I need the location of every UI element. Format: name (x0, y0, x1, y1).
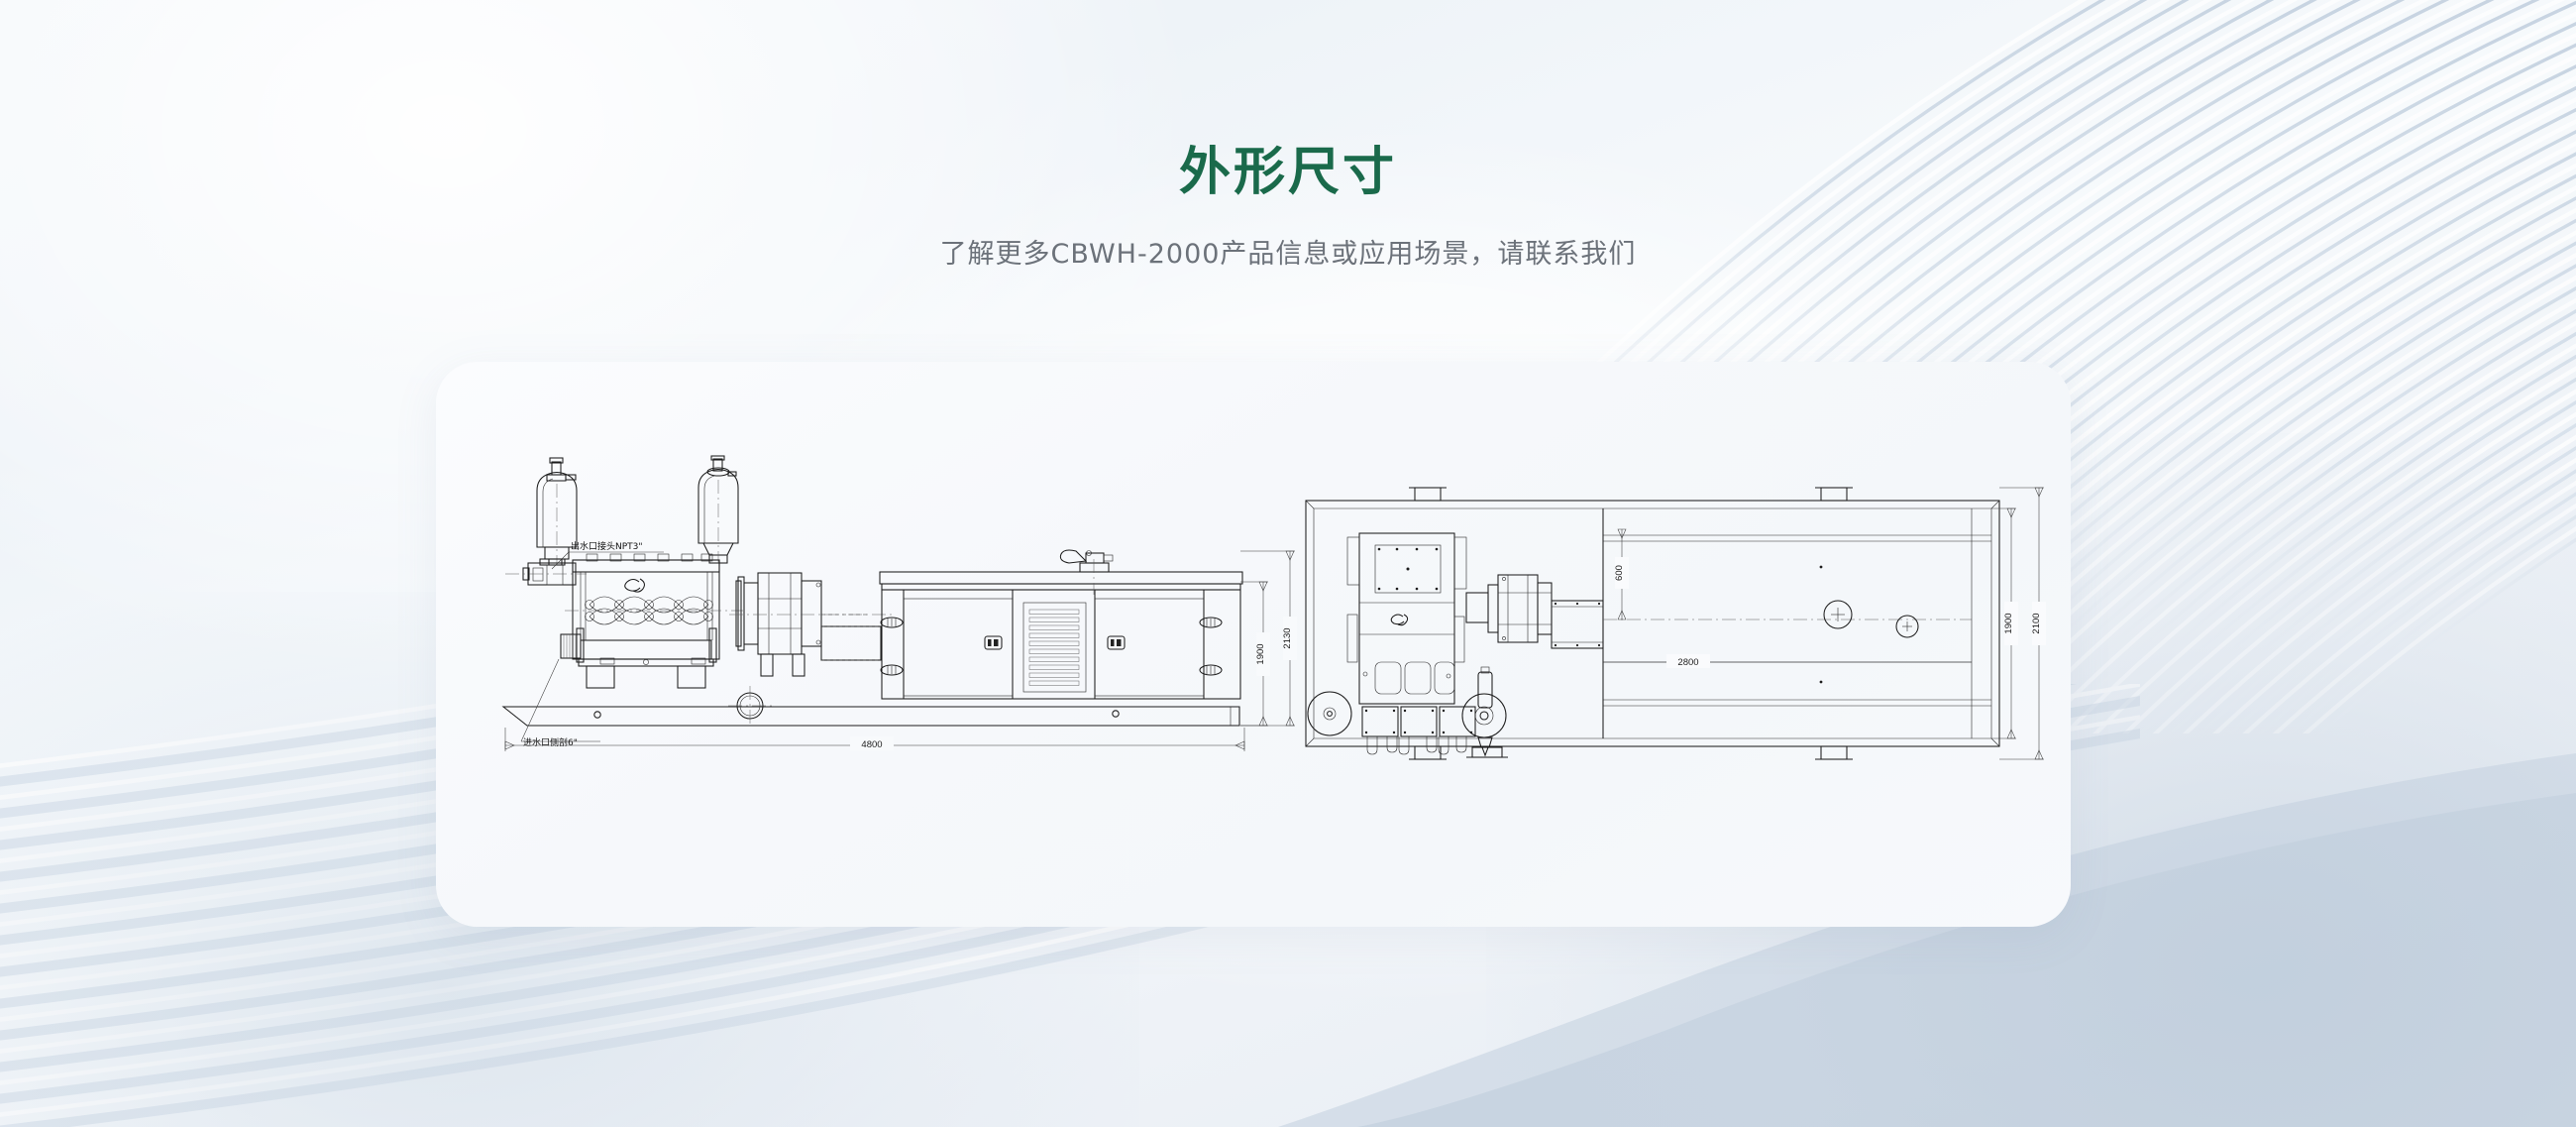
engine-block-plan (1346, 532, 1467, 705)
accumulator-right (698, 455, 739, 564)
side-elevation-drawing: 出水口接头NPT3" 进水口侧剖6" 4800 (495, 455, 1297, 813)
gearbox-coupling (729, 572, 892, 677)
door-latches (984, 635, 1126, 650)
svg-text:4800: 4800 (861, 739, 882, 750)
coupling-plan (1465, 574, 1604, 649)
dimension-width-2100: 2100 (1999, 487, 2046, 760)
svg-text:出水口接头NPT3": 出水口接头NPT3" (571, 540, 643, 552)
skid-outline (1305, 500, 2000, 747)
lifting-lugs (1409, 487, 1853, 760)
crankshaft-helix (565, 596, 743, 625)
dimension-length: 4800 (504, 728, 1245, 751)
end-flanges (1307, 666, 1507, 757)
dimension-offset-600: 600 (1614, 528, 1629, 620)
tank-body-plan (1602, 508, 1991, 738)
door-hinges (880, 617, 1223, 676)
pump-cooling-fins (560, 633, 582, 659)
svg-text:1900: 1900 (1255, 643, 1266, 664)
annotation-inlet: 进水口侧剖6" (520, 658, 600, 748)
dimension-drawing-card (436, 362, 2071, 927)
svg-text:进水口侧剖6": 进水口侧剖6" (523, 736, 578, 748)
engine-brand-logo (1390, 614, 1409, 626)
valve-stems (1366, 736, 1508, 758)
page-title: 外形尺寸 (1178, 143, 1397, 202)
louver-vents (1028, 609, 1080, 686)
skid-base (501, 686, 1240, 727)
dimension-length-2800: 2800 (1603, 654, 1972, 668)
svg-text:1900: 1900 (2003, 613, 2014, 633)
pump-brand-logo (624, 578, 645, 593)
svg-text:2100: 2100 (2031, 613, 2042, 633)
plan-view-drawing: 600 2800 1900 (1288, 466, 2081, 803)
svg-text:2130: 2130 (1282, 627, 1293, 648)
page-subtitle: 了解更多CBWH-2000产品信息或应用场景，请联系我们 (939, 239, 1637, 270)
manifold-boxes (1361, 706, 1476, 737)
svg-text:2800: 2800 (1677, 657, 1698, 668)
dimension-height-enclosure: 1900 (1240, 581, 1270, 727)
dimension-width-1900: 1900 (1991, 507, 2018, 739)
dimension-height-overall: 2130 (1240, 550, 1297, 727)
roof-exhaust-unit (1059, 549, 1114, 595)
sound-enclosure (879, 549, 1243, 700)
svg-text:600: 600 (1614, 565, 1625, 581)
annotation-outlet: 出水口接头NPT3" (551, 540, 664, 570)
header: 外形尺寸 了解更多CBWH-2000产品信息或应用场景，请联系我们 (0, 0, 2576, 274)
outlet-valve-block (505, 558, 587, 586)
pump-fluid-end (560, 553, 743, 689)
